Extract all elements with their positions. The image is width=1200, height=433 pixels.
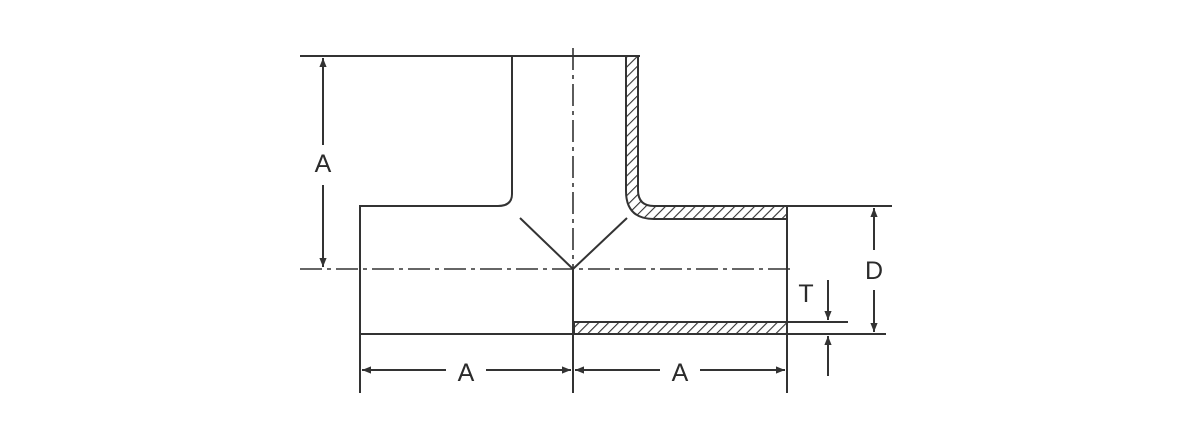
branch-inner-wall	[359, 56, 513, 393]
weld-line-left	[519, 217, 574, 270]
dim-a-bottom-right-label: A	[672, 359, 689, 387]
dim-d-label: D	[865, 257, 883, 285]
dim-a-bottom-left-label: A	[458, 359, 475, 387]
branch-wall-hatched	[625, 55, 788, 220]
run-bottom-wall-hatched	[573, 321, 788, 335]
dim-a-vertical-label: A	[315, 150, 332, 178]
dim-t-label: T	[798, 280, 813, 308]
weld-line-right	[572, 217, 628, 270]
